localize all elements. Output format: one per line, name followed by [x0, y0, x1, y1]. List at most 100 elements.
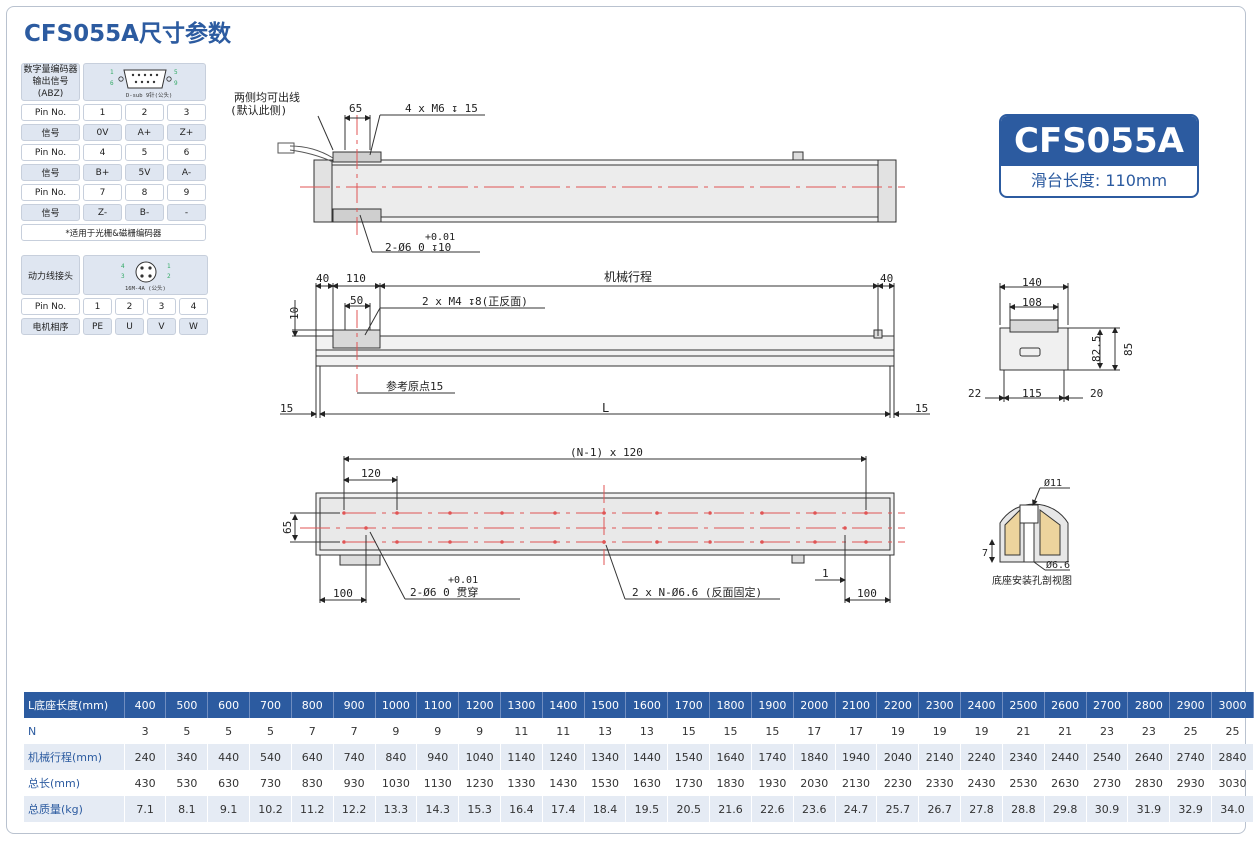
- dim-L: L: [602, 401, 609, 415]
- spec-cell: 2630: [1044, 770, 1087, 796]
- spec-cell: 3030: [1211, 770, 1254, 796]
- pin-hole-note: 2-Ø6 0 ↧10: [385, 241, 451, 254]
- dim-d6-6: Ø6.6: [1046, 559, 1070, 571]
- spec-cell: 32.9: [1169, 796, 1213, 822]
- spec-cell: 2740: [1169, 744, 1213, 770]
- spec-column-header: 700: [249, 692, 292, 718]
- encoder-cell: 0V: [83, 124, 122, 141]
- spec-cell: 23.6: [793, 796, 836, 822]
- spec-cell: 11: [500, 718, 543, 744]
- spec-cell: 930: [333, 770, 376, 796]
- spec-cell: 25: [1169, 718, 1213, 744]
- spec-column-header: 3000: [1211, 692, 1254, 718]
- spec-cell: 1940: [835, 744, 878, 770]
- spec-column-header: 1000: [375, 692, 418, 718]
- spec-column-header: 1900: [751, 692, 794, 718]
- encoder-cell: 7: [83, 184, 122, 201]
- spec-column-header: 2700: [1086, 692, 1129, 718]
- slide-length: 滑台长度: 110mm: [1030, 171, 1168, 190]
- spec-cell: 2340: [1002, 744, 1045, 770]
- spec-cell: 430: [124, 770, 167, 796]
- travel-label: 机械行程: [604, 269, 652, 284]
- encoder-cell: Z+: [167, 124, 206, 141]
- spec-cell: 340: [165, 744, 209, 770]
- spec-cell: 15: [667, 718, 711, 744]
- encoder-cell: 6: [167, 144, 206, 161]
- encoder-cell: B-: [125, 204, 164, 221]
- spec-cell: 2240: [960, 744, 1003, 770]
- spec-cell: 2830: [1127, 770, 1171, 796]
- spec-cell: 30.9: [1086, 796, 1129, 822]
- spec-cell: 240: [124, 744, 167, 770]
- spec-cell: 5: [249, 718, 292, 744]
- spec-cell: 13.3: [375, 796, 418, 822]
- dim-108: 108: [1022, 296, 1042, 309]
- spec-cell: 2030: [793, 770, 836, 796]
- dim-65-top: 65: [349, 102, 362, 115]
- spec-header-label: L底座长度(mm): [24, 692, 125, 718]
- bottom-view: [290, 456, 905, 603]
- power-cell: PE: [83, 318, 112, 335]
- spec-cell: 1930: [751, 770, 794, 796]
- spec-cell: 2330: [918, 770, 962, 796]
- dsub-connector-icon: 1 5 6 9 D-sub 9针(公头): [110, 69, 178, 99]
- spec-cell: 630: [207, 770, 251, 796]
- encoder-cell: 5: [125, 144, 164, 161]
- encoder-cell: 5V: [125, 164, 164, 181]
- spec-cell: 25.7: [876, 796, 920, 822]
- encoder-cell: Pin No.: [21, 104, 80, 121]
- spec-cell: 7.1: [124, 796, 167, 822]
- spec-cell: 1740: [751, 744, 794, 770]
- encoder-title-line2: 输出信号(ABZ): [32, 77, 69, 99]
- spec-cell: 9: [416, 718, 460, 744]
- spec-cell: 22.6: [751, 796, 794, 822]
- section-view: [989, 487, 1070, 571]
- encoder-title-line1: 数字量编码器: [23, 65, 78, 75]
- power-cell: 1: [83, 298, 112, 315]
- encoder-cell: 3: [167, 104, 206, 121]
- spec-column-header: 2100: [835, 692, 878, 718]
- spec-cell: 2540: [1086, 744, 1129, 770]
- spec-column-header: 2300: [918, 692, 962, 718]
- spec-cell: 28.8: [1002, 796, 1045, 822]
- power-pin-3: 3: [121, 273, 125, 280]
- mount-hole-note: 2 x N-Ø6.6 (反面固定): [632, 585, 762, 599]
- encoder-pin-table: 数字量编码器 输出信号(ABZ) 1 5 6 9 D-sub 9针(公头): [18, 60, 209, 244]
- encoder-cell: 1: [83, 104, 122, 121]
- dim-1: 1: [822, 567, 829, 580]
- spec-cell: 1730: [667, 770, 711, 796]
- m6-hole-note: 4 x M6 ↧ 15: [405, 102, 478, 115]
- spec-cell: 1240: [542, 744, 585, 770]
- spec-cell: 31.9: [1127, 796, 1171, 822]
- dim-10: 10: [288, 307, 301, 320]
- spec-row-label: 机械行程(mm): [24, 744, 125, 770]
- spec-cell: 2140: [918, 744, 962, 770]
- spec-cell: 730: [249, 770, 292, 796]
- section-caption: 底座安装孔剖视图: [992, 574, 1072, 587]
- spec-column-header: 1100: [416, 692, 460, 718]
- dim-50: 50: [350, 294, 363, 307]
- power-connector: 4 3 1 2 16M-4A (公头): [83, 255, 208, 295]
- spec-cell: 740: [333, 744, 376, 770]
- spec-cell: 8.1: [165, 796, 209, 822]
- spec-column-header: 2400: [960, 692, 1003, 718]
- top-view: [277, 114, 905, 253]
- spec-cell: 2130: [835, 770, 878, 796]
- spec-cell: 2440: [1044, 744, 1087, 770]
- spec-cell: 11: [542, 718, 585, 744]
- encoder-cell: 4: [83, 144, 122, 161]
- encoder-cell: 8: [125, 184, 164, 201]
- dim-7: 7: [982, 548, 988, 559]
- spec-cell: 9.1: [207, 796, 251, 822]
- power-cell: 2: [115, 298, 144, 315]
- spec-cell: 1040: [458, 744, 501, 770]
- dim-120: 120: [361, 467, 381, 480]
- spec-cell: 3: [124, 718, 167, 744]
- spec-cell: 9: [375, 718, 418, 744]
- dim-d11: Ø11: [1044, 477, 1062, 489]
- dsub-pin-9: 9: [174, 80, 178, 87]
- spec-cell: 1530: [584, 770, 627, 796]
- dim-82-5: 82.5: [1090, 336, 1103, 363]
